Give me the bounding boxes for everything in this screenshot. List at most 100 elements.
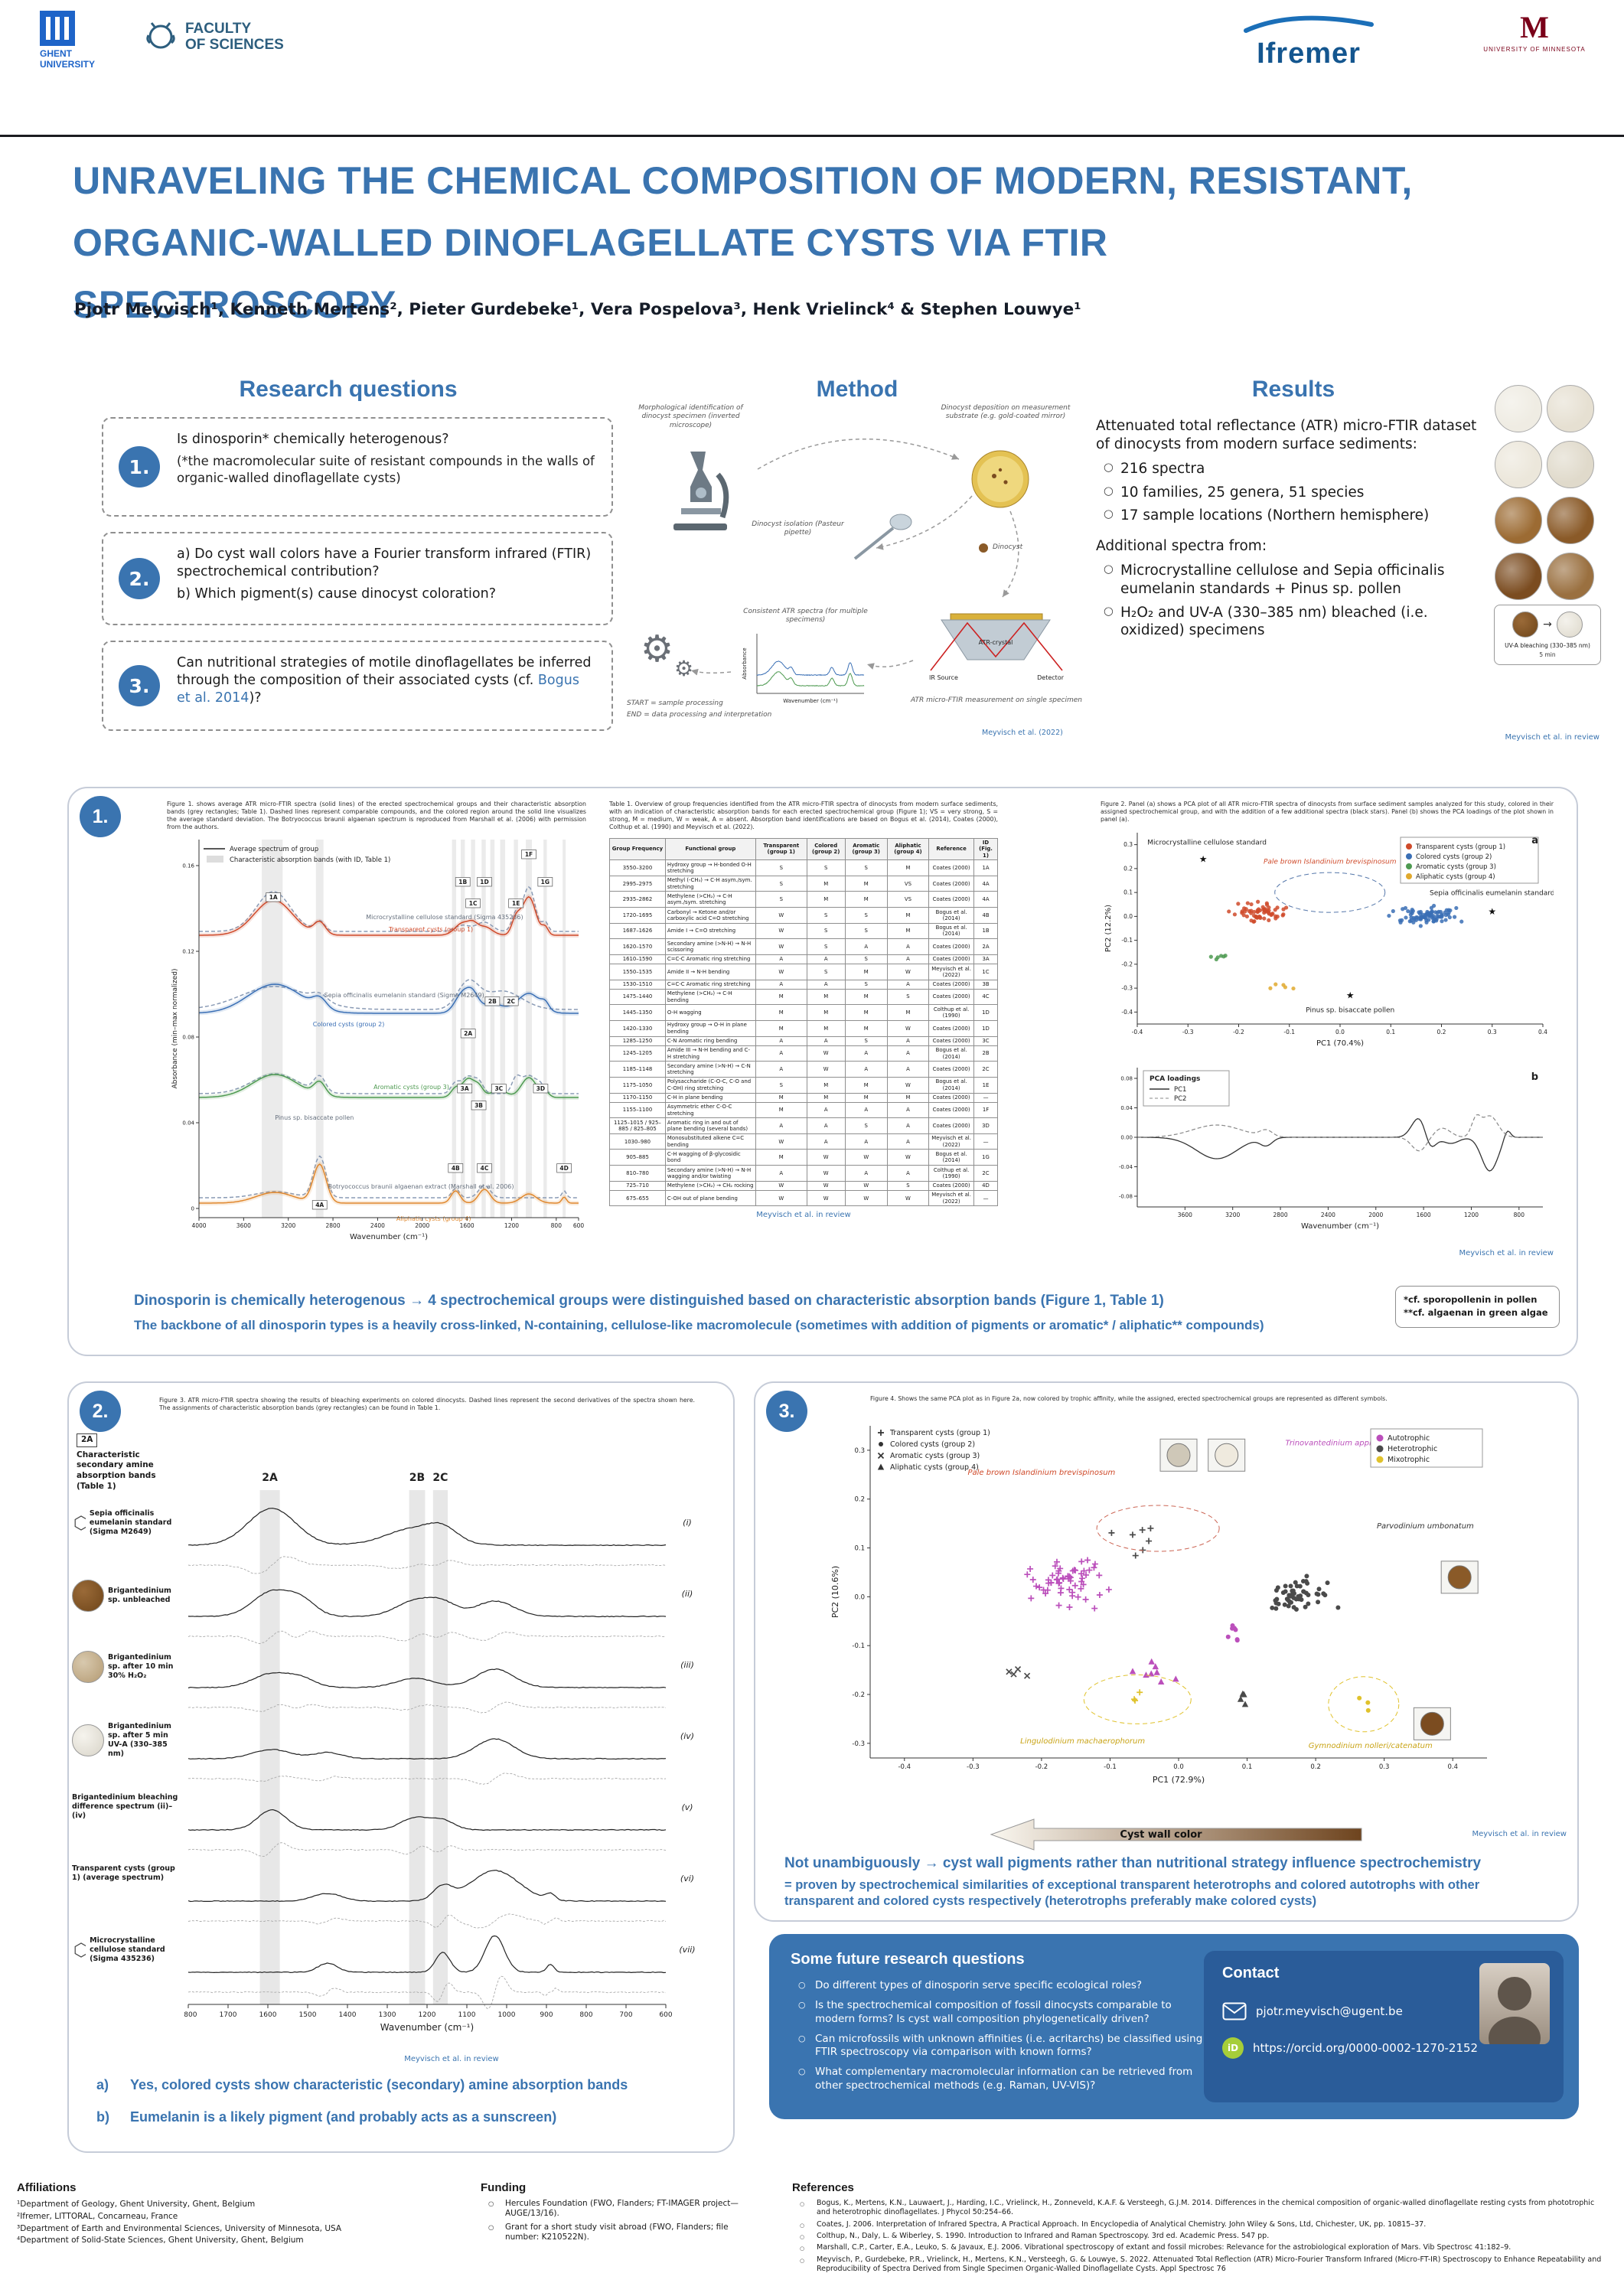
footnote-box: *cf. sporopollenin in pollen **cf. algae… — [1395, 1286, 1560, 1328]
question-2-number: 2. — [119, 558, 160, 599]
scatter-point — [1006, 1668, 1013, 1675]
scatter-point — [1233, 1627, 1238, 1632]
standard-star-icon: ★ — [1346, 990, 1355, 1001]
umn-logo: M UNIVERSITY OF MINNESOTA — [1477, 12, 1592, 54]
band-id: 4C — [481, 1165, 489, 1172]
reference-item: Bogus, K., Mertens, K.N., Lauwaert, J., … — [798, 2199, 1607, 2218]
scatter-point — [1244, 915, 1250, 919]
scatter-point — [1391, 909, 1395, 914]
scatter-point — [1270, 912, 1274, 917]
absorption-band — [526, 839, 532, 1218]
dinocyst-photo — [1547, 385, 1594, 432]
spectrum-line — [199, 1154, 579, 1199]
panel-label: b — [1531, 1071, 1538, 1083]
scatter-point — [1401, 907, 1405, 912]
scatter-point — [1153, 1668, 1160, 1675]
x-tick: 1000 — [498, 2011, 516, 2019]
scatter-point — [1055, 1602, 1062, 1609]
x-tick: 1600 — [259, 2011, 277, 2019]
annotation: Lingulodinium machaerophorum — [1020, 1737, 1145, 1746]
scatter-point — [1275, 1585, 1280, 1590]
question-1-number: 1. — [119, 446, 160, 488]
scatter-point — [1066, 1573, 1073, 1580]
band-id: 2B — [488, 998, 497, 1005]
x-tick: 600 — [659, 2011, 672, 2019]
affiliations-list: ¹Department of Geology, Ghent University… — [17, 2199, 445, 2247]
spectrum-line — [198, 978, 579, 1010]
results-bullet: H₂O₂ and UV-A (330–385 nm) bleached (i.e… — [1102, 604, 1485, 640]
scatter-point — [1276, 1601, 1281, 1606]
fig3-series-label: Transparent cysts (group 1) (average spe… — [72, 1864, 181, 1883]
scatter-point — [1273, 914, 1278, 919]
affiliation-item: ²Ifremer, LITTORAL, Concarneau, France — [17, 2211, 178, 2221]
col-header: Transparent (group 1) — [755, 837, 807, 861]
x-tick: 2400 — [370, 1222, 385, 1229]
figure-3-chart: 2A2B2C(i)(ii)(iii)(iv)(v)(vi)(vii)180017… — [184, 1472, 696, 2033]
portrait-silhouette — [1489, 1977, 1541, 2044]
question-1-main: Is dinosporin* chemically heterogenous? — [177, 432, 449, 447]
y-tick: 0.08 — [1120, 1076, 1133, 1082]
scatter-point — [1045, 1577, 1052, 1583]
spectrum-line — [199, 1073, 579, 1098]
method-label-microscope: Morphological identification of dinocyst… — [638, 404, 743, 429]
scatter-point — [1291, 1591, 1296, 1596]
x-tick: 800 — [1514, 1212, 1525, 1218]
scatter-point — [1230, 1623, 1235, 1628]
affiliation-item: ¹Department of Geology, Ghent University… — [17, 2200, 256, 2209]
col-header: Aliphatic (group 4) — [886, 837, 930, 861]
contact-orcid[interactable]: https://orcid.org/0000-0002-1270-2152 — [1253, 2041, 1479, 2055]
scatter-point — [1283, 985, 1288, 990]
cluster-ellipse — [1274, 872, 1386, 913]
x-tick: 0.2 — [1310, 1763, 1321, 1771]
scatter-point — [1431, 919, 1436, 924]
ifremer-swoosh-icon — [1244, 15, 1374, 33]
y-tick: 0.12 — [182, 948, 194, 954]
scatter-point — [1430, 913, 1434, 918]
future-questions-title: Some future research questions — [791, 1951, 1025, 1968]
scatter-point — [1225, 1634, 1231, 1639]
scatter-point — [1406, 909, 1410, 914]
gold-substrate — [950, 613, 1043, 621]
annotation: Pinus sp. bisaccate pollen — [1306, 1007, 1394, 1015]
affiliation-item: ³Department of Earth and Environmental S… — [17, 2223, 342, 2233]
scatter-point — [1241, 1701, 1249, 1707]
col-header: Aromatic (group 3) — [844, 837, 888, 861]
affiliations-title: Affiliations — [17, 2181, 77, 2194]
legend-entry: Transparent cysts (group 1) — [889, 1429, 990, 1437]
legend-entry: PC1 — [1174, 1086, 1186, 1094]
y-axis-label: Absorbance (min–max normalized) — [171, 968, 179, 1088]
scatter-point — [1131, 1696, 1138, 1703]
scatter-point — [1024, 1571, 1031, 1578]
scatter-point — [1262, 911, 1267, 915]
spectrum-line — [188, 1808, 667, 1831]
scatter-point — [1066, 1603, 1073, 1610]
scatter-point — [1322, 1593, 1328, 1598]
footnote-2: **cf. algaenan in green algae — [1404, 1307, 1548, 1319]
y-tick: -0.1 — [852, 1642, 865, 1650]
scatter-point — [1282, 1602, 1287, 1607]
contact-email[interactable]: pjotr.meyvisch@ugent.be — [1256, 2004, 1403, 2018]
scatter-point — [1288, 1583, 1293, 1589]
section-3-number: 3. — [766, 1391, 807, 1432]
scatter-point — [1152, 1663, 1159, 1670]
figure-1-caption: Figure 1. shows average ATR micro-FTIR s… — [167, 801, 586, 831]
header-divider — [0, 135, 1624, 137]
section-2-conclusion-b: b)Eumelanin is a likely pigment (and pro… — [96, 2109, 557, 2125]
band-id: 1F — [525, 851, 533, 858]
col-header: Reference — [928, 837, 975, 861]
spectrum-roman: (v) — [681, 1802, 693, 1812]
x-tick: 0.4 — [1538, 1029, 1547, 1035]
scatter-point — [1335, 1605, 1341, 1610]
dinocyst-thumbnails — [1492, 383, 1603, 606]
y-tick: 0.04 — [182, 1120, 194, 1126]
fig3-series-label: Brigantedinium sp. after 5 min UV-A (330… — [72, 1722, 181, 1759]
y-tick: -0.1 — [1121, 938, 1133, 944]
bogus-2014-link[interactable]: Bogus et al. 2014 — [177, 673, 579, 706]
scatter-point — [1237, 1695, 1244, 1702]
